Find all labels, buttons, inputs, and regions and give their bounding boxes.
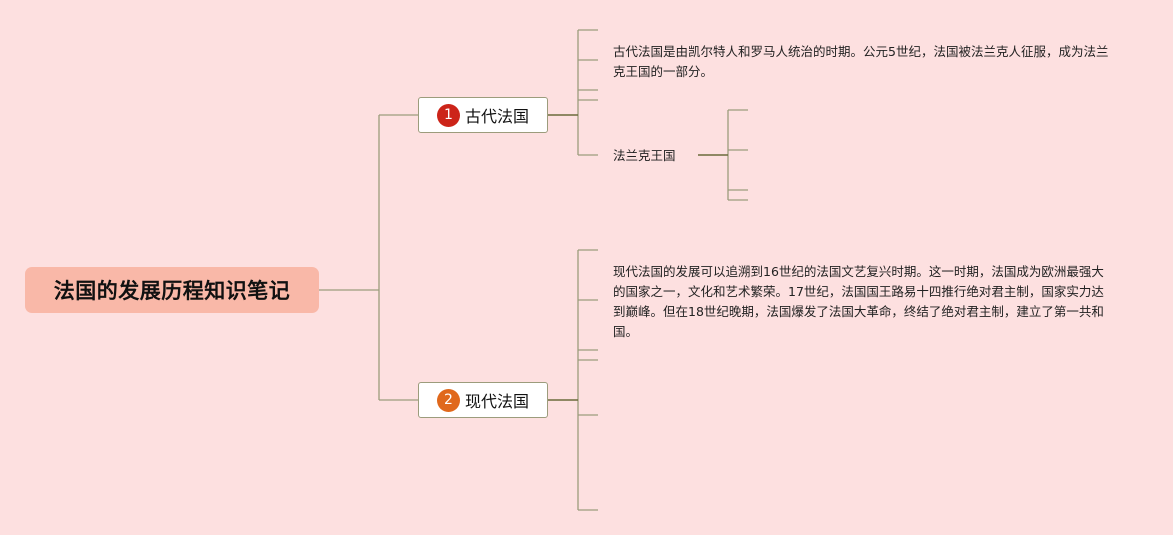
root-node[interactable]: 法国的发展历程知识笔记: [25, 267, 319, 313]
branch-label: 现代法国: [464, 392, 529, 411]
branch-node-modern-france[interactable]: 2 现代法国: [418, 382, 548, 418]
number-badge-icon: 1: [436, 103, 460, 127]
branch-label: 古代法国: [464, 107, 529, 126]
branch-node-ancient-france[interactable]: 1 古代法国: [418, 97, 548, 133]
note-ancient-france[interactable]: 古代法国是由凯尔特人和罗马人统治的时期。公元5世纪，法国被法兰克人征服，成为法兰…: [613, 44, 1109, 79]
note-modern-france[interactable]: 现代法国的发展可以追溯到16世纪的法国文艺复兴时期。这一时期，法国成为欧洲最强大…: [613, 264, 1104, 339]
leaf-node-frankish-kingdom[interactable]: 法兰克王国: [613, 148, 676, 163]
root-label: 法国的发展历程知识笔记: [53, 279, 291, 303]
number-badge-icon: 2: [436, 388, 460, 412]
